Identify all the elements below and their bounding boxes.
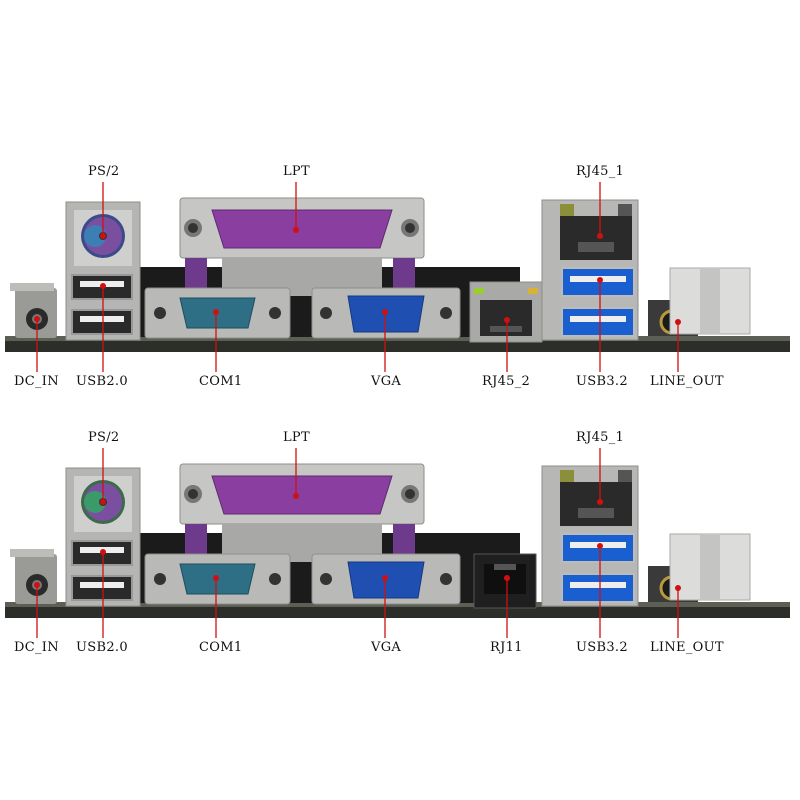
dc-in-jack xyxy=(10,283,57,338)
label-usb32: USB3.2 xyxy=(576,640,628,655)
label-rj45-2: RJ45_2 xyxy=(482,374,531,389)
io-panel-top-illustration xyxy=(5,182,790,372)
ps2-usb-stack xyxy=(65,467,141,607)
io-panel-bottom: PS/2 LPT RJ45_1 DC_IN USB2.0 COM1 VGA RJ… xyxy=(0,416,800,682)
label-com1: COM1 xyxy=(199,374,243,389)
label-vga: VGA xyxy=(371,640,402,655)
label-dc-in: DC_IN xyxy=(14,640,59,655)
line-out-jack xyxy=(648,533,751,602)
label-usb20: USB2.0 xyxy=(76,640,128,655)
io-panel-top: PS/2 LPT RJ45_1 DC_IN USB2.0 COM1 VGA RJ… xyxy=(0,150,800,416)
label-ps2: PS/2 xyxy=(88,164,120,179)
label-lpt: LPT xyxy=(283,430,310,445)
label-ps2: PS/2 xyxy=(88,430,120,445)
leader-lines-bottom xyxy=(34,448,681,638)
label-rj11: RJ11 xyxy=(490,640,523,655)
rj45-1-usb3-stack xyxy=(541,199,639,341)
io-panel-bottom-illustration xyxy=(5,448,790,638)
label-rj45-1: RJ45_1 xyxy=(576,164,625,179)
rj45-1-usb3-stack xyxy=(541,465,639,607)
pcb-edge xyxy=(5,340,790,352)
label-usb32: USB3.2 xyxy=(576,374,628,389)
label-dc-in: DC_IN xyxy=(14,374,59,389)
label-vga: VGA xyxy=(371,374,402,389)
leader-lines-top xyxy=(34,182,681,372)
label-line-out: LINE_OUT xyxy=(650,640,724,655)
pcb-edge xyxy=(5,606,790,618)
label-com1: COM1 xyxy=(199,640,243,655)
label-lpt: LPT xyxy=(283,164,310,179)
label-line-out: LINE_OUT xyxy=(650,374,724,389)
rj45-2-port xyxy=(469,281,543,343)
label-usb20: USB2.0 xyxy=(76,374,128,389)
dc-in-jack xyxy=(10,549,57,604)
line-out-jack xyxy=(648,267,751,336)
label-rj45-1: RJ45_1 xyxy=(576,430,625,445)
rj11-port xyxy=(473,553,537,609)
